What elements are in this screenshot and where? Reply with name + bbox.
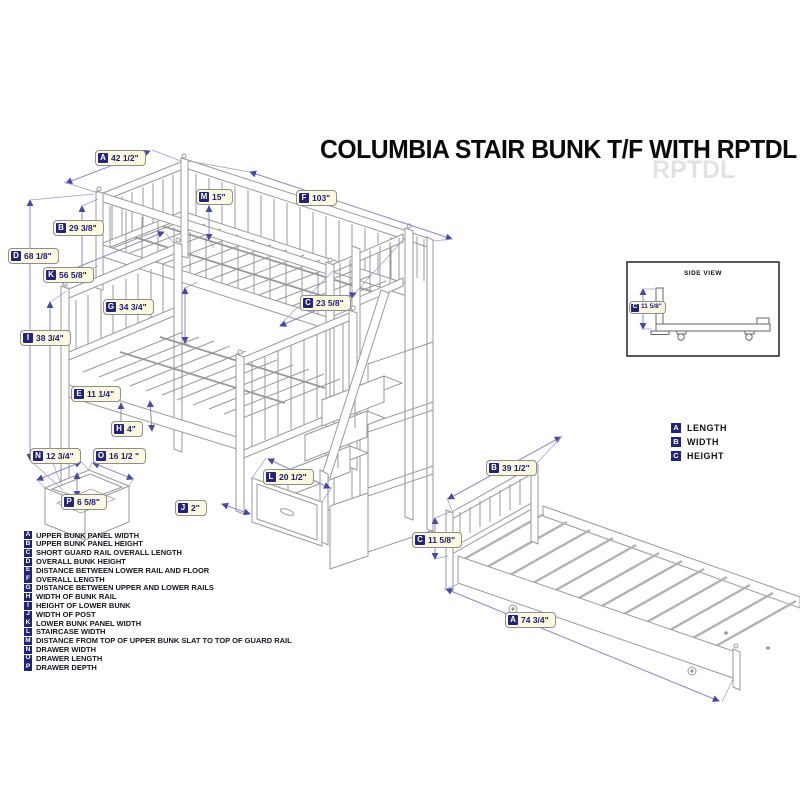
dim-badge-g: G — [106, 302, 116, 312]
dim-badge-i: I — [23, 333, 33, 343]
trundle-dim-badge-a: A — [508, 615, 518, 625]
dim-badge-d: D — [11, 251, 21, 261]
dim-badge-e: E — [74, 389, 84, 399]
dim-badge-m: M — [199, 192, 209, 202]
sideview-dim-badge-c: C — [631, 303, 639, 312]
dim-badge-h: H — [114, 424, 124, 434]
dim-badge-k: K — [46, 270, 56, 280]
dim-badge-b: B — [56, 223, 66, 233]
trundle-dim-badge-b: B — [489, 463, 499, 473]
dim-badge-o: O — [96, 451, 106, 461]
dim-badge-a: A — [98, 153, 108, 163]
dim-badge-p: P — [64, 497, 74, 507]
dim-badge-c: C — [303, 298, 313, 308]
page-title: COLUMBIA STAIR BUNK T/F WITH RPTDL — [320, 136, 797, 164]
trundle-dim-badge-c: C — [415, 535, 425, 545]
dim-badge-l: L — [266, 472, 276, 482]
dim-badge-j: J — [178, 503, 188, 513]
dim-badge-f: F — [299, 193, 309, 203]
extension-lines — [29, 149, 734, 703]
side-view-title: SIDE VIEW — [683, 270, 723, 277]
title-print-ghost: RPTDL — [652, 156, 736, 184]
dim-badge-n: N — [33, 451, 43, 461]
